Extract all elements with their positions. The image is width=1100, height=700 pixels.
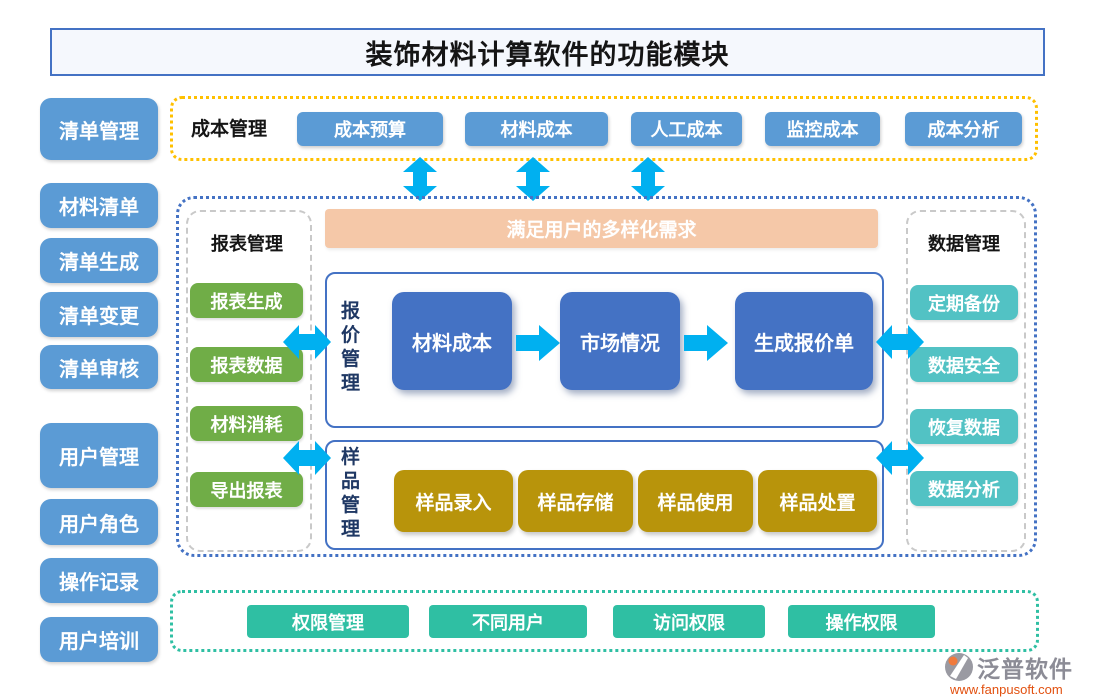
- report-panel-title: 报表管理: [211, 234, 283, 255]
- sidebar-item-list-generation[interactable]: 清单生成: [40, 238, 158, 283]
- vertical-double-arrow-icon: [631, 157, 665, 201]
- vertical-double-arrow-icon: [516, 157, 550, 201]
- material-consumption-button[interactable]: 材料消耗: [190, 406, 303, 441]
- cost-analysis-button[interactable]: 成本分析: [905, 112, 1022, 146]
- permission-management-button[interactable]: 权限管理: [247, 605, 409, 638]
- core-section-border: [176, 196, 1037, 557]
- horizontal-double-arrow-icon: [283, 325, 331, 359]
- sidebar-item-user-training[interactable]: 用户培训: [40, 617, 158, 662]
- sidebar-item-operation-log[interactable]: 操作记录: [40, 558, 158, 603]
- horizontal-double-arrow-icon: [876, 325, 924, 359]
- cost-section-label: 成本管理: [191, 118, 268, 140]
- demand-banner: 满足用户的多样化需求: [325, 209, 878, 248]
- sidebar-item-user-role[interactable]: 用户角色: [40, 499, 158, 545]
- different-users-button[interactable]: 不同用户: [429, 605, 587, 638]
- flow-right-arrow-icon: [516, 325, 560, 361]
- permission-section-border: [170, 590, 1039, 652]
- sample-entry-button[interactable]: 样品录入: [394, 470, 513, 532]
- step-material-cost[interactable]: 材料成本: [392, 292, 512, 390]
- brand-logo: 泛普软件 www.fanpusoft.com: [944, 650, 1100, 697]
- data-panel-title: 数据管理: [928, 234, 1000, 255]
- cost-monitoring-button[interactable]: 监控成本: [765, 112, 880, 146]
- report-generation-button[interactable]: 报表生成: [190, 283, 303, 318]
- material-cost-button[interactable]: 材料成本: [465, 112, 608, 146]
- sidebar-item-user-management[interactable]: 用户管理: [40, 423, 158, 488]
- sidebar-item-list-management[interactable]: 清单管理: [40, 98, 158, 160]
- brand-name: 泛普软件: [977, 656, 1073, 682]
- horizontal-double-arrow-icon: [283, 441, 331, 475]
- sample-storage-button[interactable]: 样品存储: [518, 470, 633, 532]
- export-report-button[interactable]: 导出报表: [190, 472, 303, 507]
- operation-permission-button[interactable]: 操作权限: [788, 605, 935, 638]
- sample-disposal-button[interactable]: 样品处置: [758, 470, 877, 532]
- brand-url: www.fanpusoft.com: [950, 682, 1063, 697]
- fanpu-logo-icon: [945, 653, 973, 681]
- vertical-double-arrow-icon: [403, 157, 437, 201]
- cost-budget-button[interactable]: 成本预算: [297, 112, 443, 146]
- sidebar-item-list-change[interactable]: 清单变更: [40, 292, 158, 337]
- horizontal-double-arrow-icon: [876, 441, 924, 475]
- sample-usage-button[interactable]: 样品使用: [638, 470, 753, 532]
- cost-section-border: [170, 96, 1038, 161]
- labor-cost-button[interactable]: 人工成本: [631, 112, 742, 146]
- access-permission-button[interactable]: 访问权限: [613, 605, 765, 638]
- step-market-situation[interactable]: 市场情况: [560, 292, 680, 390]
- quote-flow-title: 报价管理: [340, 300, 360, 394]
- step-generate-quotation[interactable]: 生成报价单: [735, 292, 873, 390]
- sidebar-item-list-review[interactable]: 清单审核: [40, 345, 158, 389]
- data-security-button[interactable]: 数据安全: [910, 347, 1018, 382]
- periodic-backup-button[interactable]: 定期备份: [910, 285, 1018, 320]
- sidebar-item-material-list[interactable]: 材料清单: [40, 183, 158, 228]
- page-title: 装饰材料计算软件的功能模块: [50, 28, 1045, 76]
- data-recovery-button[interactable]: 恢复数据: [910, 409, 1018, 444]
- flow-right-arrow-icon: [684, 325, 728, 361]
- data-analysis-button[interactable]: 数据分析: [910, 471, 1018, 506]
- sample-flow-title: 样品管理: [340, 446, 360, 540]
